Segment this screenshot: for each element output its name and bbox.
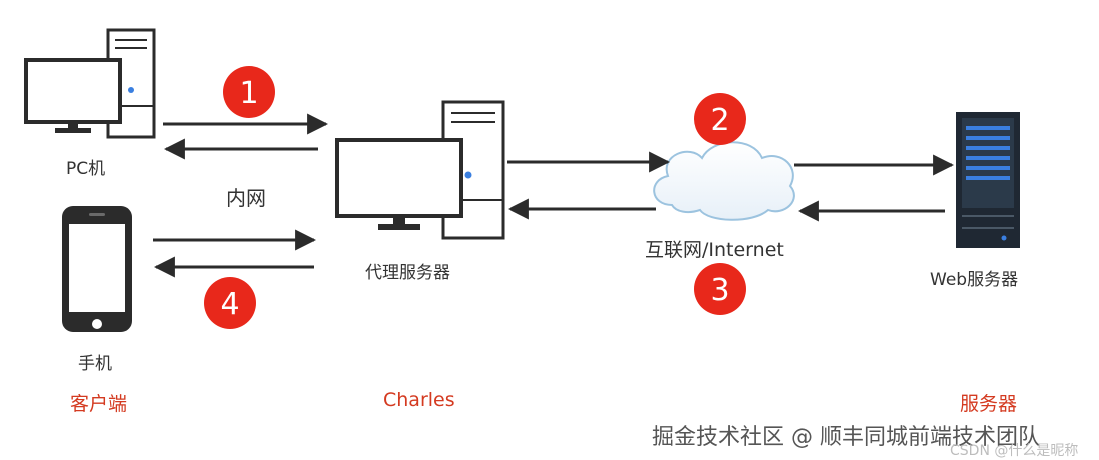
internet-cloud-icon bbox=[653, 141, 795, 221]
internet-label: 互联网/Internet bbox=[645, 239, 784, 261]
section-charles: Charles bbox=[383, 389, 455, 411]
juejin-watermark: 掘金技术社区 @ 顺丰同城前端技术团队 bbox=[652, 425, 1040, 450]
step-number-2: 2 bbox=[710, 103, 729, 138]
server-led-panel bbox=[966, 126, 1010, 180]
step-badge-4: 4 bbox=[204, 277, 256, 329]
step-number-4: 4 bbox=[220, 287, 239, 322]
web-server-icon bbox=[956, 112, 1020, 248]
web-server-label: Web服务器 bbox=[930, 270, 1019, 290]
proxy-server-label: 代理服务器 bbox=[365, 263, 450, 283]
step-badge-2: 2 bbox=[694, 93, 746, 145]
pc-monitor-icon bbox=[24, 58, 122, 133]
section-client: 客户端 bbox=[70, 393, 128, 415]
section-server: 服务器 bbox=[960, 393, 1018, 415]
step-number-3: 3 bbox=[710, 273, 729, 308]
step-number-1: 1 bbox=[239, 76, 258, 111]
step-badge-1: 1 bbox=[223, 66, 275, 118]
phone-icon bbox=[62, 206, 132, 332]
pc-computer-icon bbox=[24, 28, 156, 139]
step-badge-3: 3 bbox=[694, 263, 746, 315]
proxy-server-icon bbox=[335, 100, 505, 240]
proxy-monitor-icon bbox=[335, 138, 463, 230]
pc-label: PC机 bbox=[66, 159, 106, 179]
phone-label: 手机 bbox=[78, 354, 112, 374]
csdn-watermark: CSDN @什么是昵称 bbox=[950, 443, 1079, 459]
intranet-label: 内网 bbox=[226, 186, 266, 210]
